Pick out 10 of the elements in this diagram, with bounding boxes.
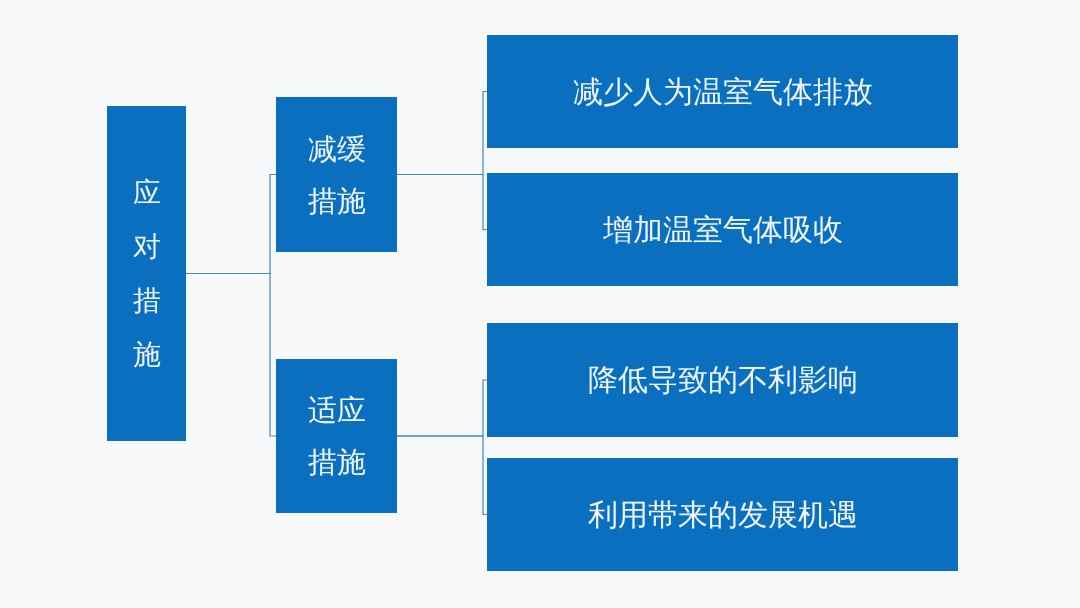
process-box: 应对措施: [107, 106, 186, 441]
connector-line: [396, 435, 488, 516]
process-box: 增加温室气体吸收: [487, 173, 958, 286]
process-box: 降低导致的不利影响: [487, 323, 958, 437]
connector-line: [185, 272, 277, 437]
process-box: 减少人为温室气体排放: [487, 35, 958, 148]
process-box: 适应措施: [276, 359, 397, 513]
process-box: 利用带来的发展机遇: [487, 458, 958, 571]
connector-line: [396, 173, 488, 231]
process-box: 减缓措施: [276, 97, 397, 252]
